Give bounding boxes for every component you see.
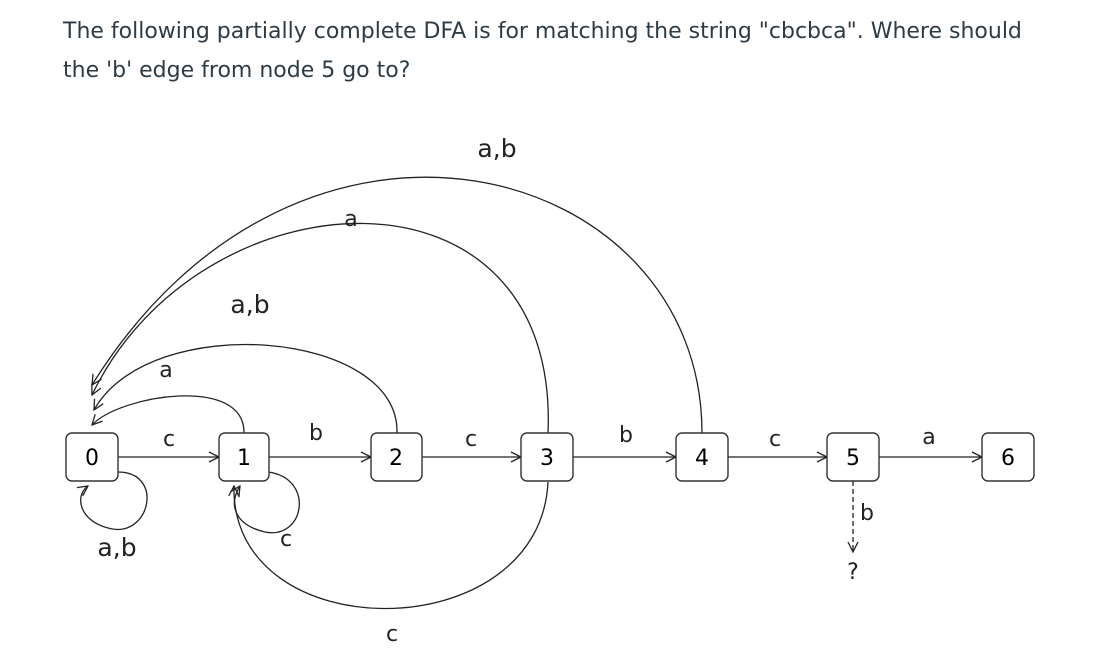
node-1: 1 <box>218 432 270 482</box>
node-2: 2 <box>370 432 423 482</box>
label-a-1-0: a <box>159 358 172 383</box>
label-b-3-4: b <box>619 423 633 448</box>
label-c-2-3: c <box>465 427 477 452</box>
svg-text:0: 0 <box>85 446 99 471</box>
self-loop-0 <box>81 471 148 531</box>
svg-text:1: 1 <box>237 446 251 471</box>
edge-1-to-0 <box>92 395 245 434</box>
node-5: 5 <box>826 432 880 482</box>
label-ab-2-0: a,b <box>230 290 269 319</box>
edge-4-to-0 <box>92 176 703 434</box>
node-0: 0 <box>65 432 119 482</box>
label-a-5-6: a <box>922 425 935 450</box>
edge-3-to-0 <box>92 222 549 434</box>
label-ab-4-0: a,b <box>477 134 516 163</box>
label-c-0-1: c <box>163 427 175 452</box>
edge-2-to-0 <box>94 343 398 434</box>
unknown-target-label: ? <box>847 560 859 585</box>
svg-text:3: 3 <box>540 446 554 471</box>
question-text: The following partially complete DFA is … <box>63 19 1022 83</box>
svg-text:5: 5 <box>846 446 860 471</box>
label-b-5-unknown: b <box>860 501 874 526</box>
label-c-4-5: c <box>769 427 781 452</box>
label-a-3-0: a <box>344 207 357 232</box>
svg-text:4: 4 <box>695 446 709 471</box>
label-c-3-1: c <box>386 622 398 647</box>
label-c-self-1: c <box>280 527 292 552</box>
node-6: 6 <box>981 432 1035 482</box>
label-b-1-2: b <box>309 421 323 446</box>
svg-text:6: 6 <box>1001 446 1015 471</box>
self-loop-1 <box>234 471 300 534</box>
edge-3-to-1 <box>234 481 549 610</box>
svg-text:2: 2 <box>389 446 403 471</box>
node-4: 4 <box>675 432 729 482</box>
label-ab-self-0: a,b <box>97 533 136 562</box>
node-3: 3 <box>520 432 574 482</box>
